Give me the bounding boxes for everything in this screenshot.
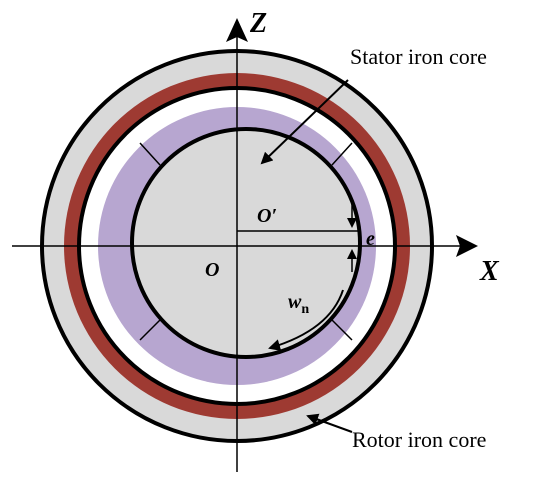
stator-slot-line-ul xyxy=(139,142,161,166)
stator-slot-line-ur xyxy=(331,142,353,166)
whirl-arrow xyxy=(268,289,344,351)
x-axis-arrowhead xyxy=(456,235,478,257)
eccentricity-label: e xyxy=(366,228,375,250)
z-axis-label: Z xyxy=(249,8,267,39)
z-axis-arrowhead xyxy=(226,18,248,42)
whirl-label-main: w xyxy=(288,291,302,313)
stator-slot-line-ll xyxy=(139,319,161,341)
stator-slot-line-lr xyxy=(331,319,353,341)
whirl-label: wn xyxy=(288,291,309,317)
origin-label: O xyxy=(205,259,219,281)
stator-inner-core xyxy=(130,127,362,359)
whirl-label-sub: n xyxy=(301,302,309,317)
rotor-callout-arrow xyxy=(306,413,353,433)
x-axis-label: X xyxy=(479,256,500,287)
stator-center-label: O′ xyxy=(257,205,277,227)
stator-callout-arrow xyxy=(260,79,349,165)
rotor-callout-label: Rotor iron core xyxy=(352,427,486,452)
stator-callout-label: Stator iron core xyxy=(350,44,487,69)
